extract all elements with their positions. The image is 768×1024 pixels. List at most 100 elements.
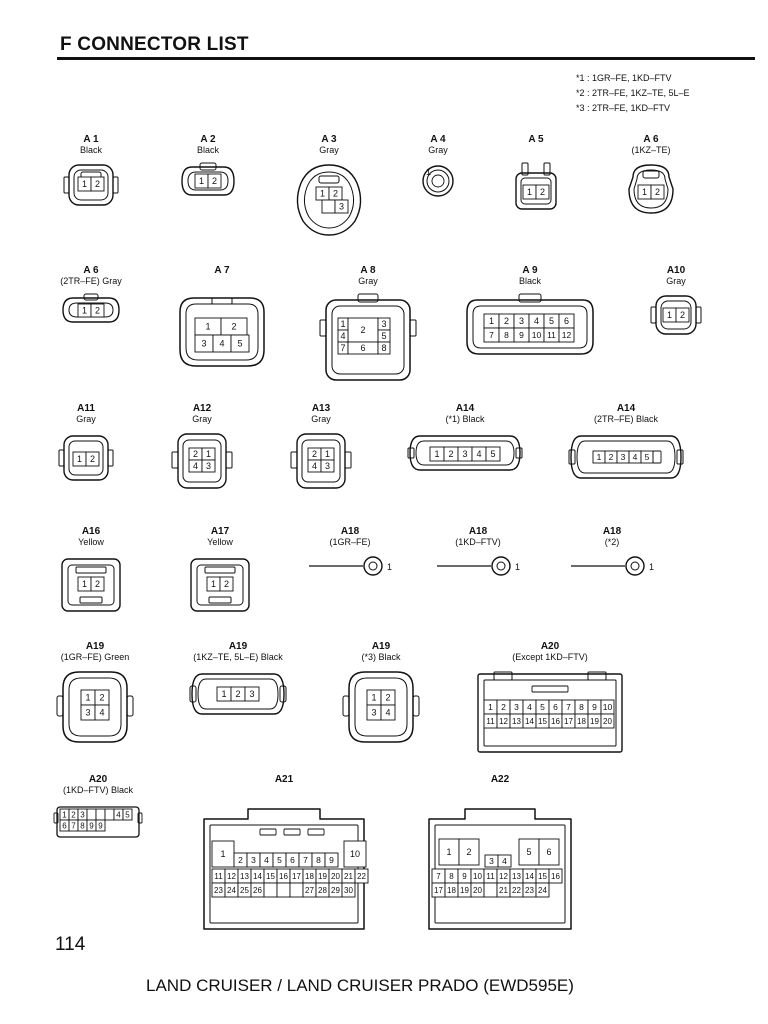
connector-code: A 7 [214, 265, 230, 276]
side-tab [225, 451, 233, 469]
side-tab [407, 447, 415, 459]
pin-number: 1 [82, 179, 87, 189]
pin-number: 5 [645, 452, 650, 462]
connector-description: Yellow [207, 537, 233, 547]
side-tab [137, 812, 143, 824]
housing-outline [477, 673, 623, 753]
ring-hole [630, 561, 640, 571]
pin-number: 2 [99, 693, 104, 703]
guide-rib [521, 162, 529, 176]
pin-number: 1 [387, 562, 392, 572]
connector-description: Gray [76, 414, 96, 424]
connector-code: A14 [616, 403, 636, 414]
connector-description: (*2) [604, 537, 620, 547]
housing-inner [426, 169, 450, 193]
housing-inner [197, 678, 279, 710]
connector-description: (2TR–FE) Black [593, 414, 658, 424]
pin-number: 27 [305, 886, 314, 895]
side-tab [650, 306, 657, 324]
housing-inner [182, 439, 222, 483]
side-tab [58, 449, 65, 467]
pin-number: 5 [277, 855, 282, 865]
side-tab [126, 695, 134, 717]
pin-cell [95, 819, 106, 832]
housing-outline [348, 671, 414, 743]
connector-description: Gray [666, 276, 686, 286]
pin-number: 3 [85, 708, 90, 718]
pin-number: 12 [499, 717, 508, 726]
pin-number: 2 [504, 316, 509, 326]
pin-number: 2 [224, 579, 229, 589]
pin-number: 1 [199, 176, 204, 186]
pin-number: 23 [525, 886, 534, 895]
connector-face-diagram: 1 [437, 556, 520, 576]
connector-face-diagram: 1 [422, 165, 454, 197]
ring-hole [368, 561, 378, 571]
pin-number: 4 [633, 452, 638, 462]
connector-description: Black [79, 145, 102, 155]
pin-number: 12 [499, 872, 508, 881]
latch [357, 293, 379, 303]
pin-number: 3 [201, 339, 206, 349]
pin-number: 18 [447, 886, 456, 895]
housing-outline [628, 164, 674, 214]
side-tab [189, 685, 197, 703]
pin-cell [548, 868, 563, 884]
pin-number: 1 [426, 167, 431, 177]
pin-cell [122, 808, 133, 821]
pin-number: 1 [649, 562, 654, 572]
pin-number: 9 [462, 872, 467, 881]
pin-number: 3 [519, 316, 524, 326]
pin-number: 21 [499, 886, 508, 895]
pin-number: 2 [360, 325, 365, 335]
pin-number: 7 [340, 343, 345, 353]
pin-number: 8 [381, 343, 386, 353]
pin-number: 1 [371, 693, 376, 703]
pin-number: 3 [371, 708, 376, 718]
housing-inner [520, 177, 552, 205]
pin-number: 2 [95, 579, 100, 589]
pin-number: 4 [116, 810, 121, 819]
pin-number: 4 [385, 708, 390, 718]
housing-inner [354, 677, 408, 737]
pin-cell [219, 576, 234, 592]
pin-cell [334, 199, 349, 214]
pin-number: 1 [488, 702, 493, 712]
pin-cell [600, 713, 615, 729]
pin-number: 4 [312, 461, 317, 471]
connector-description: Black [196, 145, 219, 155]
connector-face-diagram: 1 [309, 556, 392, 576]
latch [587, 671, 607, 681]
connector-description: (1GR–FE) Green [60, 652, 130, 662]
connector-description: Gray [319, 145, 339, 155]
pin-number: 30 [344, 886, 353, 895]
pin-number: 1 [205, 322, 210, 332]
pin-number: 9 [329, 855, 334, 865]
connector-code: A 6 [643, 134, 659, 145]
side-tab [171, 451, 179, 469]
latch [642, 170, 660, 179]
pin-cell [535, 882, 550, 898]
connector-description: Gray [358, 276, 378, 286]
pin-number: 4 [193, 461, 198, 471]
housing-outline [61, 558, 121, 612]
pin-number: 3 [381, 319, 386, 329]
pin-number: 10 [532, 330, 542, 340]
pin-number: 18 [305, 872, 314, 881]
pin-cell [354, 868, 369, 884]
